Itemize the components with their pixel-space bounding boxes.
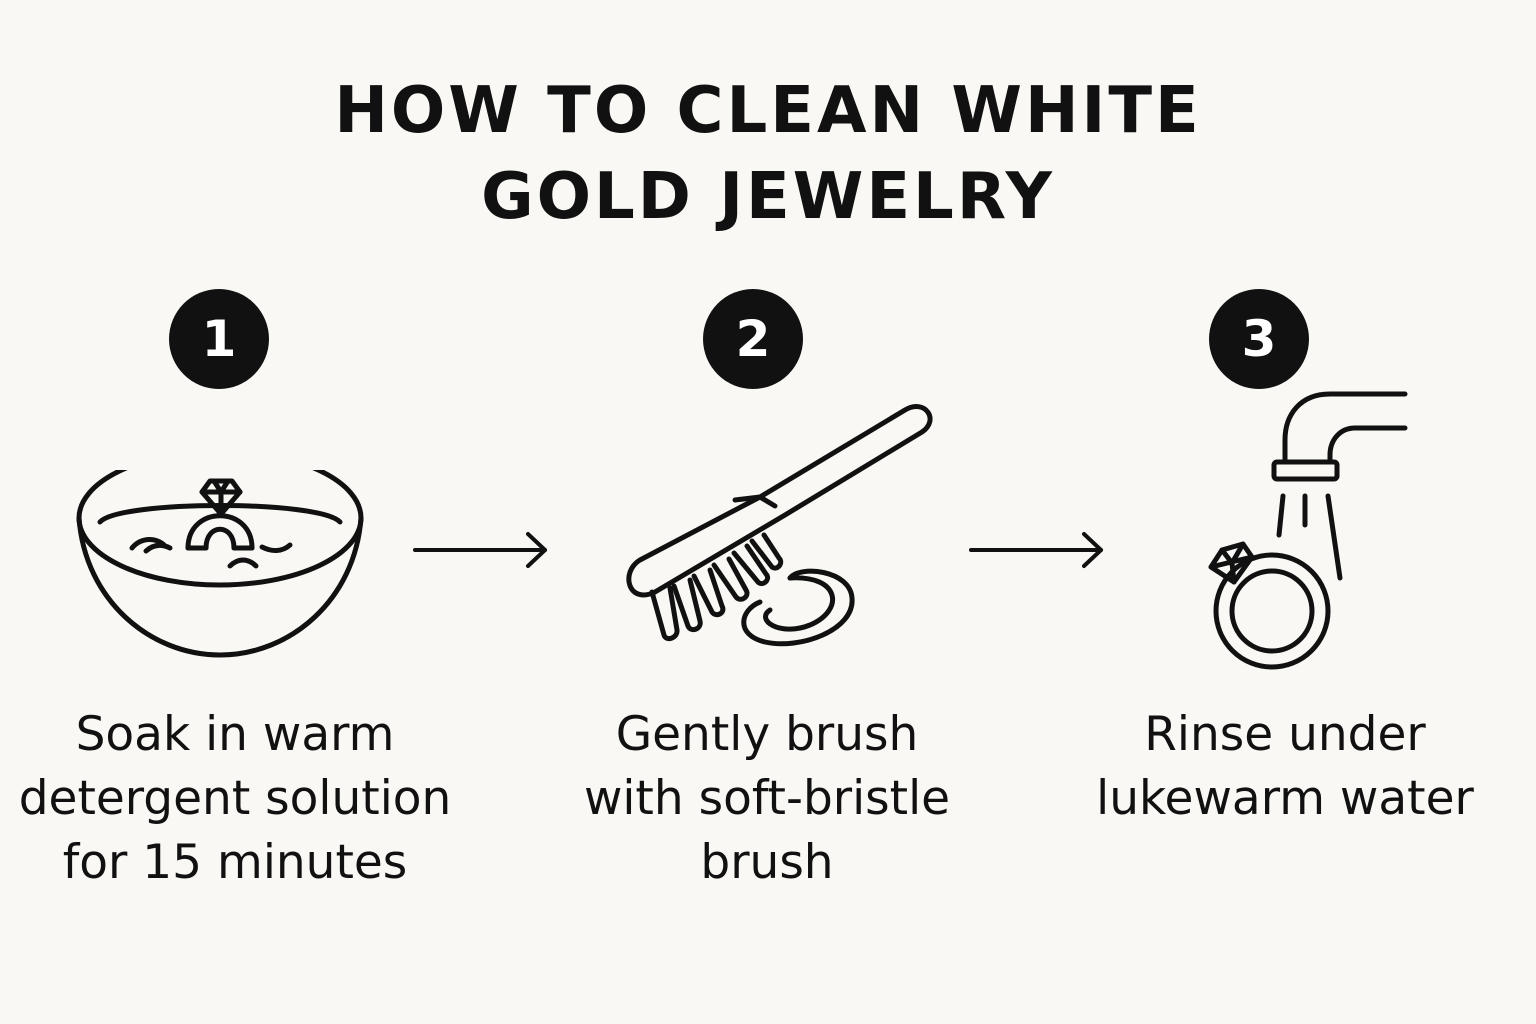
caption-line: Soak in warm xyxy=(75,707,395,762)
title-line-1: HOW TO CLEAN WHITE xyxy=(334,74,1202,148)
step-1-caption: Soak in warm detergent solution for 15 m… xyxy=(0,703,470,895)
caption-line: detergent solution xyxy=(18,771,452,826)
caption-line: Gently brush xyxy=(615,707,919,762)
caption-line: Rinse under xyxy=(1144,707,1426,762)
step-2-badge: 2 xyxy=(703,289,803,389)
step-1-badge: 1 xyxy=(169,289,269,389)
step-3-caption: Rinse under lukewarm water xyxy=(1050,703,1520,831)
title-line-2: GOLD JEWELRY xyxy=(481,160,1055,234)
caption-line: brush xyxy=(700,835,834,890)
brush-icon xyxy=(626,404,933,647)
page-title: HOW TO CLEAN WHITE GOLD JEWELRY xyxy=(0,68,1536,240)
caption-line: for 15 minutes xyxy=(62,835,408,890)
bowl-with-ring-icon xyxy=(76,470,364,658)
step-2-caption: Gently brush with soft-bristle brush xyxy=(532,703,1002,895)
step-3-badge: 3 xyxy=(1209,289,1309,389)
caption-line: with soft-bristle xyxy=(583,771,951,826)
caption-line: lukewarm water xyxy=(1096,771,1474,826)
arrow-right-icon xyxy=(969,532,1103,568)
faucet-rinsing-ring-icon xyxy=(1208,391,1408,670)
arrow-right-icon xyxy=(413,532,547,568)
